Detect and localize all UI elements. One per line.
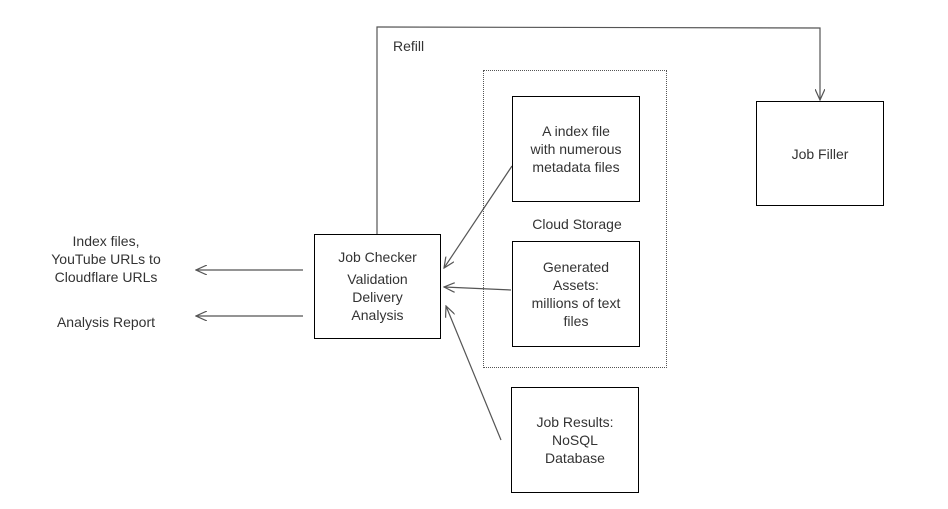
arrow-generated-assets-to-job-checker bbox=[444, 287, 512, 290]
index-file-line: with numerous bbox=[530, 141, 622, 157]
generated-assets-line: files bbox=[563, 313, 589, 329]
job-results-line: NoSQL bbox=[552, 432, 598, 448]
index-output-line: YouTube URLs to bbox=[51, 251, 161, 267]
generated-assets-line: Assets: bbox=[553, 277, 599, 293]
job-results-line: Database bbox=[545, 450, 605, 466]
index-output-line: Index files, bbox=[72, 233, 140, 249]
index-file-box: A index file with numerous metadata file… bbox=[512, 96, 640, 202]
job-filler-label: Job Filler bbox=[791, 145, 849, 162]
index-file-line: A index file bbox=[542, 123, 610, 139]
refill-connector bbox=[376, 26, 820, 234]
index-output-label: Index files, YouTube URLs to Cloudflare … bbox=[36, 232, 176, 286]
arrow-index-file-to-job-checker bbox=[444, 165, 513, 268]
cloud-storage-container bbox=[483, 70, 667, 368]
refill-label: Refill bbox=[393, 38, 425, 54]
index-file-line: metadata files bbox=[532, 159, 620, 175]
cloud-storage-label: Cloud Storage bbox=[532, 216, 622, 232]
job-filler-box: Job Filler bbox=[756, 101, 884, 206]
job-checker-line: Analysis bbox=[351, 307, 404, 323]
job-checker-line: Delivery bbox=[352, 289, 403, 305]
job-checker-line: Validation bbox=[347, 271, 408, 287]
generated-assets-line: millions of text bbox=[531, 295, 621, 311]
generated-assets-line: Generated bbox=[542, 259, 610, 275]
job-results-line: Job Results: bbox=[536, 414, 614, 430]
generated-assets-box: Generated Assets: millions of text files bbox=[512, 241, 640, 347]
arrow-job-results-to-job-checker bbox=[446, 306, 502, 441]
index-output-line: Cloudflare URLs bbox=[54, 269, 158, 285]
job-results-box: Job Results: NoSQL Database bbox=[511, 387, 639, 493]
analysis-output-label: Analysis Report bbox=[56, 314, 156, 330]
job-checker-title: Job Checker bbox=[338, 249, 417, 265]
job-checker-box: Job Checker Validation Delivery Analysis bbox=[314, 234, 441, 339]
